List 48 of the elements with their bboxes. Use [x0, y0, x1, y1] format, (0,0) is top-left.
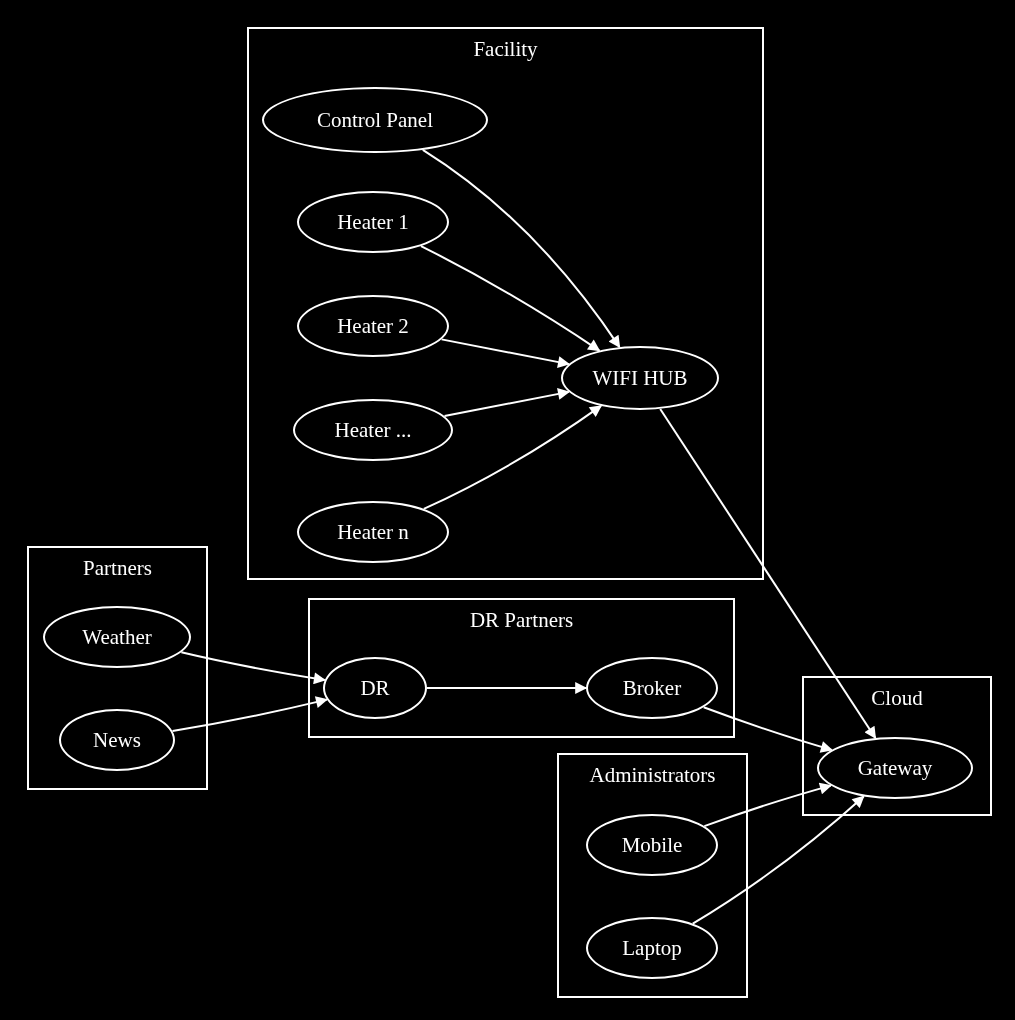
ellipse-node [586, 657, 718, 719]
group-frame [247, 27, 764, 580]
arrow [691, 795, 865, 925]
node-label: Laptop [622, 935, 682, 961]
node-label: Heater 1 [337, 209, 409, 235]
group-frame [557, 753, 748, 998]
arrow [171, 696, 328, 732]
ellipse-node [293, 399, 453, 461]
group-title: Administrators [589, 763, 716, 789]
group-frame [27, 546, 208, 790]
node-label: Control Panel [316, 107, 434, 133]
ellipse-node [43, 606, 191, 668]
group-frame [308, 598, 735, 738]
ellipse-node [297, 191, 449, 253]
group-frame [802, 676, 992, 816]
ellipse-node [59, 709, 175, 771]
ellipse-node [561, 346, 719, 410]
group-title: Facility [473, 37, 538, 63]
arrow [426, 682, 588, 694]
ellipse-node [297, 501, 449, 563]
node-label: Weather [82, 624, 152, 650]
group-title: Partners [83, 556, 152, 582]
arrow [180, 651, 326, 685]
node-label: Heater 2 [337, 313, 409, 339]
arrow [422, 404, 603, 510]
node-label: Heater n [337, 519, 409, 545]
group-title: Cloud [871, 686, 923, 712]
node-label: Gateway [857, 755, 933, 781]
arrow [659, 407, 877, 739]
node-label: Mobile [621, 832, 683, 858]
ellipse-node [323, 657, 427, 719]
arrow [443, 388, 570, 418]
node-label: News [93, 727, 141, 753]
arrow [440, 338, 570, 368]
ellipse-node [586, 814, 718, 876]
ellipse-node [297, 295, 449, 357]
ellipse-node [817, 737, 973, 799]
arrow [703, 782, 832, 828]
arrow [421, 148, 621, 349]
node-label: WIFI HUB [592, 365, 688, 391]
arrow [702, 706, 833, 753]
node-label: Heater ... [334, 417, 412, 443]
node-label: Broker [622, 675, 682, 701]
ellipse-node [586, 917, 718, 979]
ellipse-node [262, 87, 488, 153]
group-title: DR Partners [469, 608, 574, 634]
node-label: DR [360, 675, 390, 701]
arrow [420, 245, 601, 352]
